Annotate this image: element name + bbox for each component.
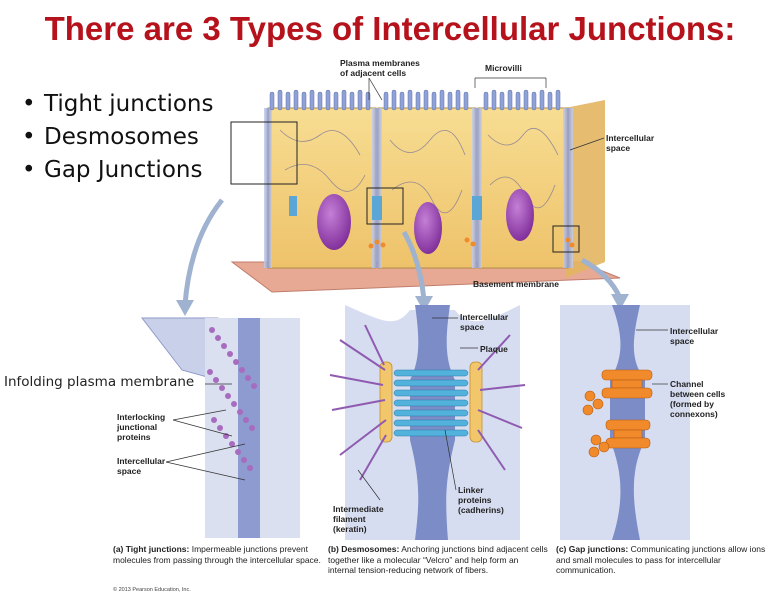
label-line: proteins [458, 495, 492, 505]
label-line: Intercellular [460, 312, 509, 322]
label-microvilli: Microvilli [485, 63, 522, 73]
label-plasma-membranes: Plasma membranes of adjacent cells [340, 58, 420, 78]
label-intercellular-space-c: Intercellular space [670, 326, 718, 346]
label-line: junctional [117, 422, 158, 432]
cell-3 [477, 107, 569, 269]
label-intermediate-filament: Intermediate filament (keratin) [333, 504, 384, 534]
connexons [582, 369, 653, 458]
label-interlocking-proteins: Interlocking junctional proteins [117, 412, 165, 442]
caption-b-heading: (b) Desmosomes: [328, 544, 400, 554]
label-line: Linker [458, 485, 484, 495]
cell-1 [267, 107, 377, 269]
caption-a-body: Impermeable junctions prevent molecules … [113, 544, 321, 565]
arrow-heads [176, 294, 629, 316]
caption-c-heading: (c) Gap junctions: [556, 544, 629, 554]
label-line: connexons) [670, 409, 718, 419]
page-title: There are 3 Types of Intercellular Junct… [44, 10, 736, 47]
bullet-gap-junctions: Gap Junctions [22, 154, 213, 187]
caption-c-body: Communicating junctions allow ions and s… [556, 544, 766, 575]
gap-junction-detail [560, 305, 690, 540]
desmosome-detail [329, 305, 526, 540]
caption-gap-junctions: (c) Gap junctions: Communicating junctio… [556, 544, 771, 576]
label-line: space [117, 466, 142, 476]
tight-junction-box [230, 121, 298, 185]
label-intercellular-space-b: Intercellular space [460, 312, 508, 332]
label-line: space [460, 322, 485, 332]
plasma-membrane-3 [563, 108, 573, 268]
bullet-tight-junctions: Tight junctions [22, 88, 213, 121]
label-plasma-membranes-line2: of adjacent cells [340, 68, 407, 78]
caption-desmosomes: (b) Desmosomes: Anchoring junctions bind… [328, 544, 548, 576]
copyright-notice: © 2013 Pearson Education, Inc. [113, 587, 191, 593]
microvilli [269, 89, 561, 111]
label-line: (cadherins) [458, 505, 504, 515]
caption-tight-junctions: (a) Tight junctions: Impermeable junctio… [113, 544, 323, 565]
caption-b-body: Anchoring junctions bind adjacent cells … [328, 544, 548, 575]
label-line: Interlocking [117, 412, 166, 422]
junction-type-list: Tight junctions Desmosomes Gap Junctions [22, 88, 213, 187]
label-plasma-membranes-line1: Plasma membranes [340, 58, 420, 68]
caption-a-heading: (a) Tight junctions: [113, 544, 190, 554]
label-line: Intermediate [333, 504, 384, 514]
plasma-membrane-2 [472, 108, 482, 268]
label-line: filament [333, 514, 366, 524]
gap-junction-box [552, 225, 580, 253]
label-line: Intercellular [117, 456, 166, 466]
label-linker-proteins: Linker proteins (cadherins) [458, 485, 504, 515]
label-line: Intercellular [670, 326, 719, 336]
label-infolding-plasma-membrane: Infolding plasma membrane [4, 374, 195, 390]
nucleus-1 [317, 194, 351, 250]
label-line: space [606, 143, 631, 153]
label-basement-membrane: Basement membrane [473, 279, 559, 289]
label-intercellular-space-top: Intercellular space [606, 133, 654, 153]
label-line: space [670, 336, 695, 346]
label-line: (formed by [670, 399, 714, 409]
desmosome-box [366, 187, 404, 225]
nucleus-3 [506, 189, 534, 241]
label-line: between cells [670, 389, 726, 399]
bullet-desmosomes: Desmosomes [22, 121, 213, 154]
tight-junction-detail [140, 317, 300, 538]
label-channel: Channel between cells (formed by connexo… [670, 379, 725, 419]
junction-markers [289, 196, 575, 249]
label-plaque: Plaque [480, 344, 508, 354]
label-line: proteins [117, 432, 151, 442]
nucleus-2 [414, 202, 442, 254]
label-line: Intercellular [606, 133, 655, 143]
label-intercellular-space-a: Intercellular space [117, 456, 165, 476]
label-line: Channel [670, 379, 704, 389]
label-line: (keratin) [333, 524, 367, 534]
epithelium-illustration [230, 77, 621, 293]
